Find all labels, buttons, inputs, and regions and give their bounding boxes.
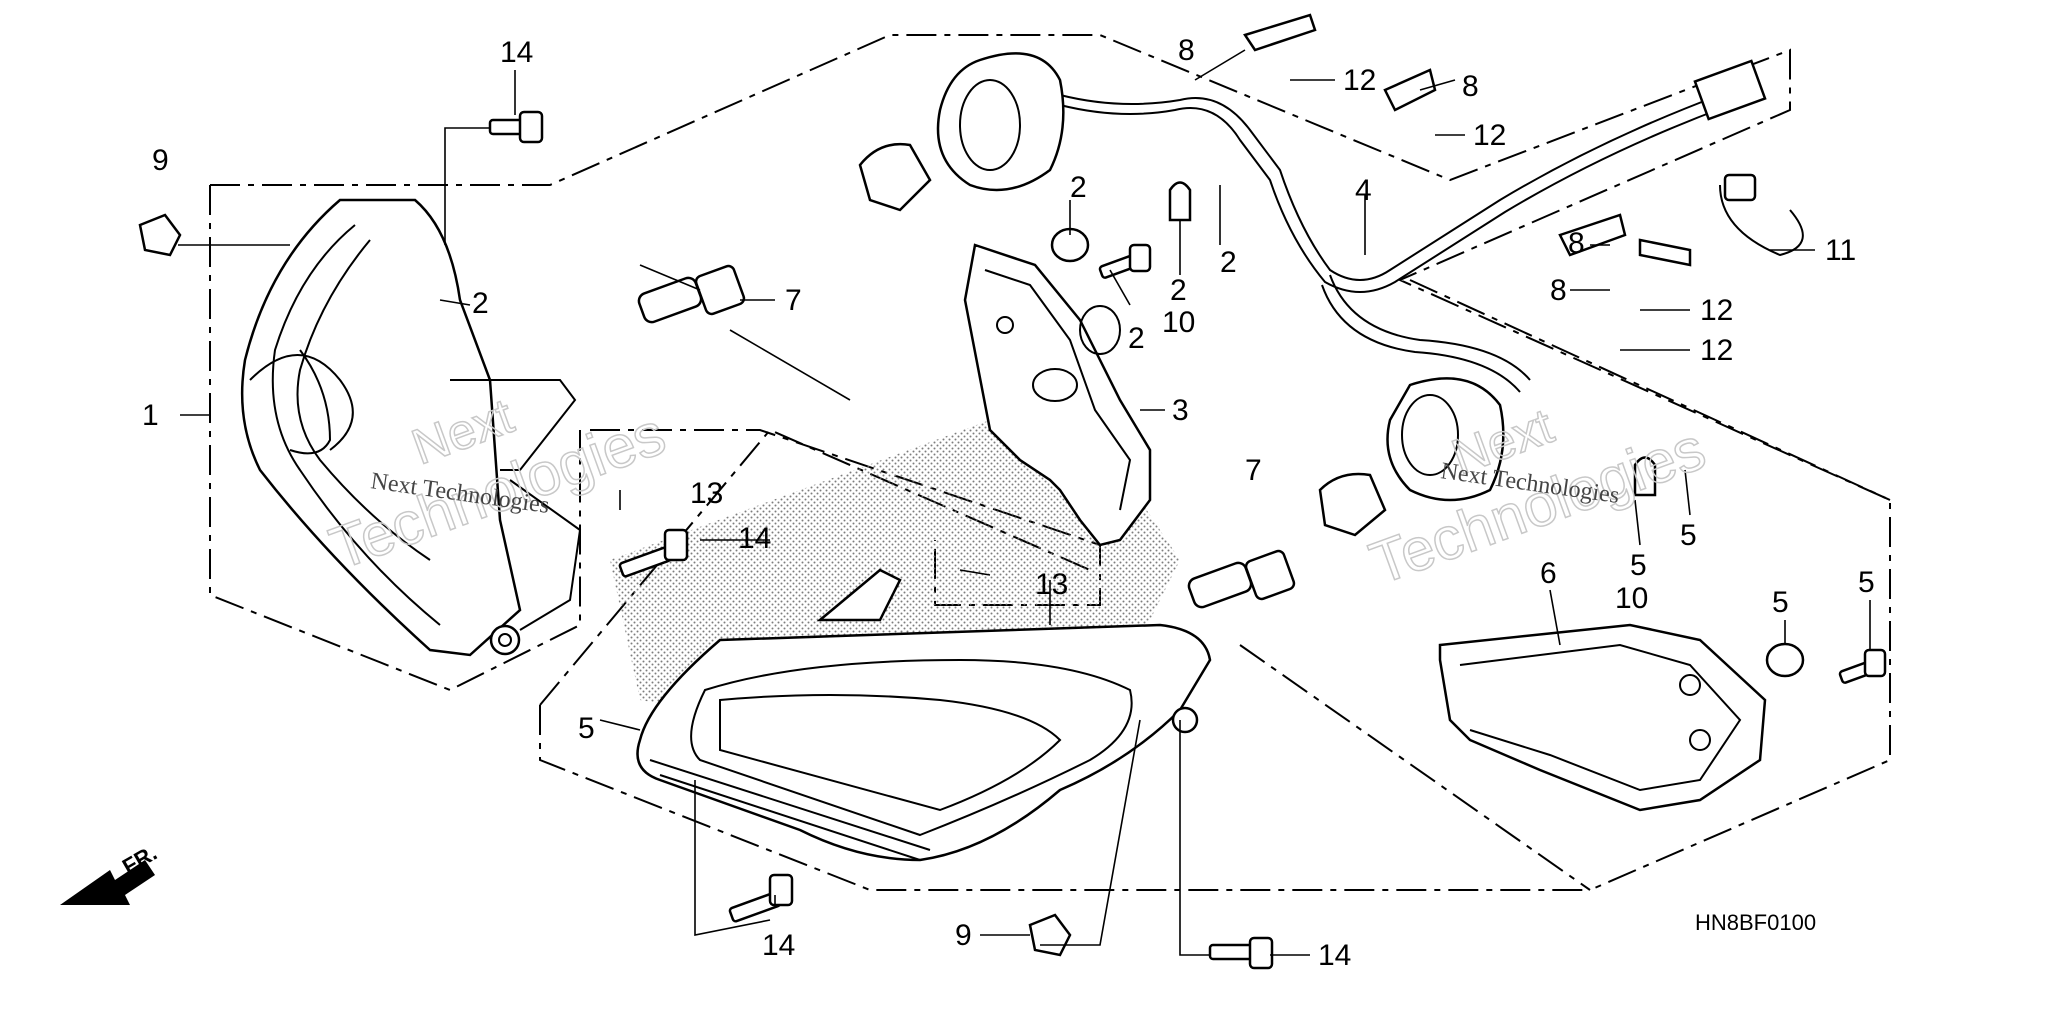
bulb-lower	[1187, 549, 1296, 609]
callout-12: 12	[1473, 119, 1506, 152]
callout-14: 14	[738, 522, 771, 555]
callout-12: 12	[1700, 334, 1733, 367]
callout-13: 13	[690, 477, 723, 510]
callout-3: 3	[1172, 394, 1189, 427]
callout-9: 9	[152, 144, 169, 177]
callout-5: 5	[1772, 586, 1789, 619]
callout-14: 14	[762, 929, 795, 962]
housing-cover-upper	[963, 243, 1152, 547]
callout-13: 13	[1035, 568, 1068, 601]
callout-2: 2	[1070, 171, 1087, 204]
callout-12: 12	[1343, 64, 1376, 97]
callout-2: 2	[1128, 322, 1145, 355]
callout-7: 7	[785, 284, 802, 317]
callout-12: 12	[1700, 294, 1733, 327]
headlight-unit-left	[240, 198, 582, 657]
callout-8: 8	[1178, 34, 1195, 67]
callout-10: 10	[1162, 306, 1195, 339]
callout-labels: 1 2 2 2 2 2 3 4 5 5 5 5 5 6 7 7 8 8 8 8 …	[142, 34, 1875, 972]
callout-5: 5	[578, 712, 595, 745]
housing-cover-lower	[1438, 623, 1767, 812]
callout-8: 8	[1568, 227, 1585, 260]
callout-8: 8	[1462, 70, 1479, 103]
callout-4: 4	[1355, 174, 1372, 207]
callout-5: 5	[1630, 549, 1647, 582]
wire-harness	[858, 52, 1767, 537]
callout-2: 2	[472, 287, 489, 320]
callout-1: 1	[142, 399, 159, 432]
callout-11: 11	[1825, 234, 1856, 267]
callout-14: 14	[1318, 939, 1351, 972]
diagram-code: HN8BF0100	[1695, 910, 1816, 935]
callout-2: 2	[1170, 274, 1187, 307]
callout-10: 10	[1615, 582, 1648, 615]
fasteners	[138, 13, 1887, 970]
callout-14: 14	[500, 36, 533, 69]
direction-label: FR.	[118, 840, 161, 879]
callout-5: 5	[1858, 566, 1875, 599]
headlight-unit-lower	[636, 568, 1212, 862]
leader-lines	[178, 49, 1871, 956]
callout-5: 5	[1680, 519, 1697, 552]
callout-2: 2	[1220, 246, 1237, 279]
callout-7: 7	[1245, 454, 1262, 487]
callout-6: 6	[1540, 557, 1557, 590]
bulb-upper	[637, 264, 746, 324]
front-direction-arrow: FR.	[60, 840, 161, 905]
callout-9: 9	[955, 919, 972, 952]
callout-8: 8	[1550, 274, 1567, 307]
